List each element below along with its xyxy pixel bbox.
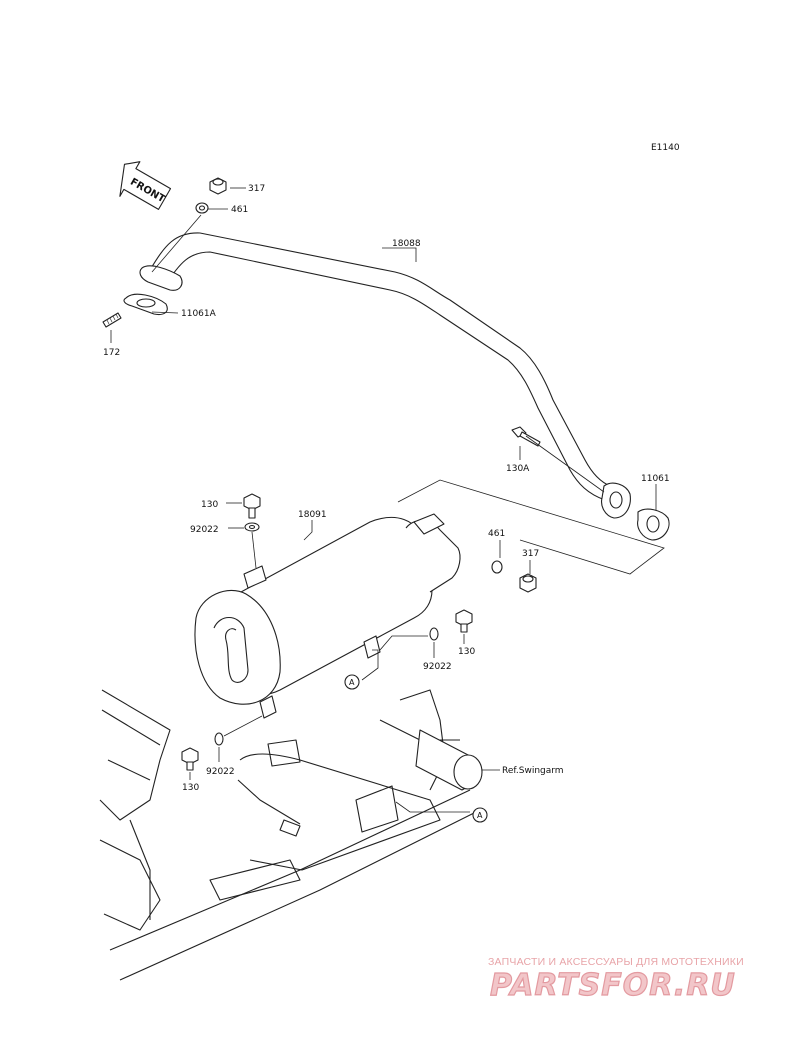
label-130-left: 130 bbox=[201, 500, 218, 510]
watermark-logo: PARTSFOR.RU bbox=[490, 968, 736, 1003]
label-18088: 18088 bbox=[392, 239, 421, 249]
bolt-130-right bbox=[455, 609, 473, 633]
exhaust-pipe-18088 bbox=[139, 232, 631, 519]
label-130-right: 130 bbox=[458, 647, 475, 657]
leader-lines bbox=[110, 187, 657, 813]
label-317-top: 317 bbox=[248, 184, 265, 194]
callout-a-lower: A bbox=[477, 811, 483, 820]
frame-assembly bbox=[99, 689, 483, 981]
label-ref-swingarm: Ref.Swingarm bbox=[502, 766, 564, 776]
label-92022-right: 92022 bbox=[423, 662, 452, 672]
label-18091: 18091 bbox=[298, 510, 327, 520]
label-130-bottom: 130 bbox=[182, 783, 199, 793]
nut-317-mid bbox=[519, 573, 537, 593]
washer-92022-bottom bbox=[214, 732, 224, 746]
label-92022-bottom: 92022 bbox=[206, 767, 235, 777]
callout-a-upper-circle bbox=[344, 674, 360, 690]
label-11061A: 11061A bbox=[181, 309, 217, 319]
watermark-tagline: ЗАПЧАСТИ И АКСЕССУАРЫ ДЛЯ МОТОТЕХНИКИ bbox=[488, 956, 744, 968]
label-11061: 11061 bbox=[641, 474, 670, 484]
muffler-18091 bbox=[194, 513, 461, 719]
washer-461-mid bbox=[491, 560, 503, 574]
label-461-mid: 461 bbox=[488, 529, 505, 539]
label-172: 172 bbox=[103, 348, 120, 358]
callout-a-lower-circle bbox=[472, 807, 488, 823]
diagram-code: E1140 bbox=[651, 143, 680, 153]
watermark: ЗАПЧАСТИ И АКСЕССУАРЫ ДЛЯ МОТОТЕХНИКИ PA… bbox=[488, 956, 744, 1004]
gasket-11061A bbox=[123, 293, 168, 316]
callout-a-upper: A bbox=[349, 678, 355, 687]
label-461-top: 461 bbox=[231, 205, 248, 215]
bolt-130-left bbox=[243, 493, 261, 519]
front-arrow-icon: FRONT bbox=[119, 161, 172, 210]
label-130A: 130A bbox=[506, 464, 530, 474]
label-92022-left: 92022 bbox=[190, 525, 219, 535]
label-317-mid: 317 bbox=[522, 549, 539, 559]
stud-172 bbox=[102, 312, 122, 328]
nut-317-top bbox=[209, 177, 227, 195]
gasket-11061 bbox=[637, 508, 670, 541]
washer-92022-right bbox=[429, 627, 439, 641]
bolt-130-bottom bbox=[181, 747, 199, 771]
